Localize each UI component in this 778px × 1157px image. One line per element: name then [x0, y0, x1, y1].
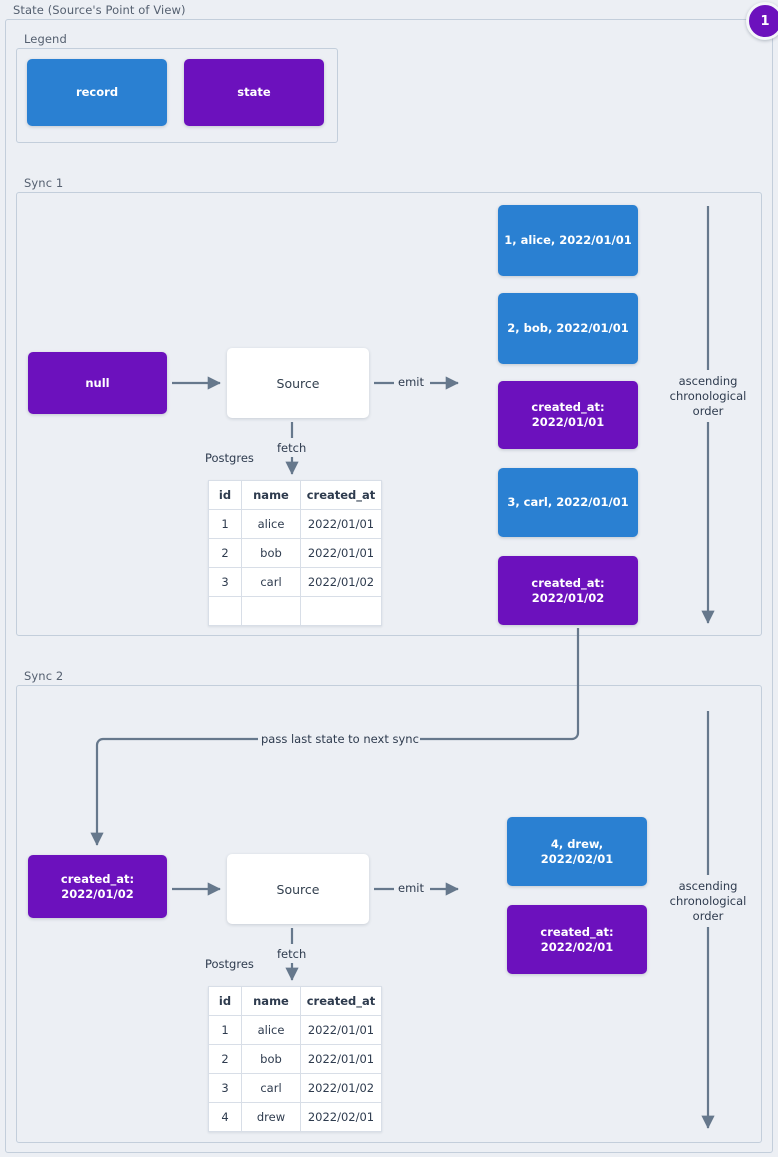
sync-1-emitted-4-label: created_at: 2022/01/02	[531, 575, 605, 605]
step-badge-number: 1	[760, 13, 770, 29]
legend-title: Legend	[24, 32, 67, 46]
sync-1-source-label: Source	[276, 375, 320, 391]
cell-id: 4	[208, 1102, 242, 1132]
sync-2-group: Sync 2	[16, 669, 762, 1143]
cell-name: carl	[241, 567, 301, 597]
cell-date	[300, 596, 382, 626]
sync-1-emitted-2: created_at: 2022/01/01	[498, 381, 638, 449]
pass-state-label: pass last state to next sync	[261, 732, 419, 746]
column-header-created-at: created_at	[300, 986, 382, 1016]
table-row: 1 alice 2022/01/01	[208, 1015, 382, 1045]
table-row: 3 carl 2022/01/02	[208, 567, 382, 597]
cell-date: 2022/01/01	[300, 509, 382, 539]
cell-name: alice	[241, 1015, 301, 1045]
table-header-row: id name created_at	[208, 480, 382, 510]
cell-id: 2	[208, 538, 242, 568]
sync-1-state-input-label: null	[85, 375, 110, 390]
sync-2-state-input: created_at: 2022/01/02	[28, 855, 167, 918]
table-row: 4 drew 2022/02/01	[208, 1102, 382, 1132]
sync-1-emitted-1: 2, bob, 2022/01/01	[498, 293, 638, 364]
table-header-row: id name created_at	[208, 986, 382, 1016]
cell-id: 3	[208, 567, 242, 597]
legend-swatch-record: record	[27, 59, 167, 126]
cell-name	[241, 596, 301, 626]
column-header-created-at: created_at	[300, 480, 382, 510]
cell-date: 2022/01/02	[300, 567, 382, 597]
legend-swatch-state: state	[184, 59, 324, 126]
sync-1-emitted-2-label: created_at: 2022/01/01	[531, 400, 605, 429]
cell-id: 1	[208, 1015, 242, 1045]
sync-2-emitted-1: created_at: 2022/02/01	[507, 905, 647, 974]
legend-group: Legend	[16, 32, 338, 143]
sync-1-emitted-0-label: 1, alice, 2022/01/01	[504, 233, 632, 247]
sync-1-state-input: null	[28, 352, 167, 414]
cell-date: 2022/01/01	[300, 538, 382, 568]
sync-2-title: Sync 2	[24, 669, 64, 683]
sync-2-emit-label: emit	[398, 881, 424, 895]
sync-2-emitted-1-label: created_at: 2022/02/01	[540, 924, 614, 954]
table-row: 2 bob 2022/01/01	[208, 1044, 382, 1074]
state-diagram-group: State (Source's Point of View)	[5, 3, 773, 1153]
cell-name: alice	[241, 509, 301, 539]
sync-2-emitted-0: 4, drew, 2022/02/01	[507, 817, 647, 886]
sync-2-postgres-table: id name created_at 1 alice 2022/01/01 2 …	[208, 986, 382, 1132]
diagram-title: State (Source's Point of View)	[13, 3, 186, 17]
table-row: 1 alice 2022/01/01	[208, 509, 382, 539]
sync-2-state-input-label: created_at: 2022/01/02	[60, 871, 135, 901]
sync-1-title: Sync 1	[24, 176, 64, 190]
cell-name: carl	[241, 1073, 301, 1103]
sync-2-fetch-label: fetch	[277, 947, 307, 961]
cell-name: bob	[241, 538, 301, 568]
cell-date: 2022/01/01	[300, 1015, 382, 1045]
sync-1-emitted-3: 3, carl, 2022/01/01	[498, 468, 638, 537]
sync-1-order-label: ascending chronological order	[669, 374, 747, 418]
cell-name: drew	[241, 1102, 301, 1132]
column-header-name: name	[241, 986, 301, 1016]
sync-1-fetch-label: fetch	[277, 441, 307, 455]
sync-1-postgres-table: id name created_at 1 alice 2022/01/01 2 …	[208, 480, 382, 626]
sync-1-source-node: Source	[227, 348, 369, 418]
column-header-id: id	[208, 986, 242, 1016]
sync-1-group: Sync 1	[16, 176, 762, 636]
sync-2-source-node: Source	[227, 854, 369, 924]
sync-2-emitted-0-label: 4, drew, 2022/02/01	[540, 836, 614, 866]
cell-id: 3	[208, 1073, 242, 1103]
legend-label-state: state	[237, 85, 271, 99]
sync-1-frame	[16, 192, 762, 636]
sync-1-emit-label: emit	[398, 375, 424, 389]
legend-frame	[16, 48, 338, 143]
step-badge[interactable]: 1	[746, 2, 778, 40]
cell-id: 1	[208, 509, 242, 539]
column-header-id: id	[208, 480, 242, 510]
cell-id: 2	[208, 1044, 242, 1074]
sync-1-emitted-1-label: 2, bob, 2022/01/01	[507, 321, 629, 335]
sync-2-db-label: Postgres	[205, 957, 254, 971]
cell-id	[208, 596, 242, 626]
table-row: 3 carl 2022/01/02	[208, 1073, 382, 1103]
column-header-name: name	[241, 480, 301, 510]
table-row: 2 bob 2022/01/01	[208, 538, 382, 568]
sync-2-frame	[16, 685, 762, 1143]
cell-date: 2022/02/01	[300, 1102, 382, 1132]
diagram-frame	[5, 19, 773, 1153]
sync-1-emitted-0: 1, alice, 2022/01/01	[498, 205, 638, 276]
sync-1-emitted-4: created_at: 2022/01/02	[498, 556, 638, 625]
legend-label-record: record	[75, 85, 119, 99]
sync-1-db-label: Postgres	[205, 451, 254, 465]
table-row	[208, 596, 382, 626]
cell-date: 2022/01/02	[300, 1073, 382, 1103]
sync-2-source-label: Source	[276, 881, 320, 897]
cell-name: bob	[241, 1044, 301, 1074]
sync-2-order-label: ascending chronological order	[669, 879, 747, 923]
sync-1-emitted-3-label: 3, carl, 2022/01/01	[507, 495, 629, 509]
cell-date: 2022/01/01	[300, 1044, 382, 1074]
